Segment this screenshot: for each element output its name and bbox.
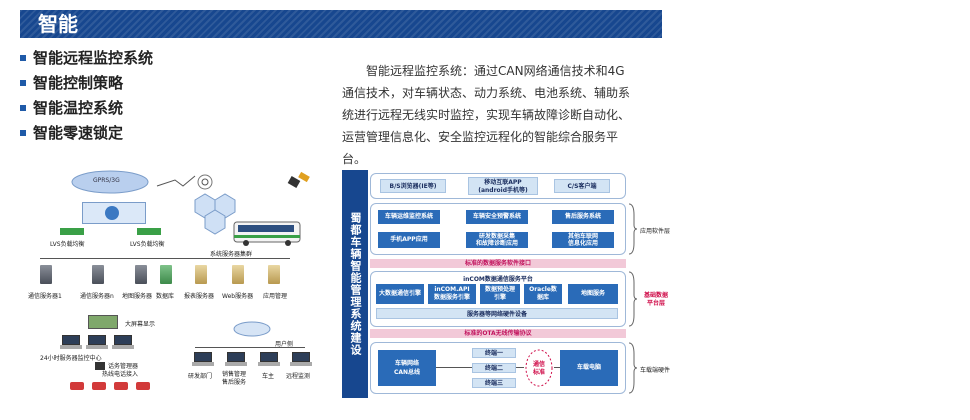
cluster-label: 系统服务器集群 xyxy=(210,251,253,258)
lvs-right-label: LVS负载均衡 xyxy=(130,241,165,248)
signal-icon xyxy=(156,174,213,190)
server-icon xyxy=(232,265,244,284)
user-side-label: 用户侧 xyxy=(275,341,294,348)
browser-box: B/S浏览器(IE等) xyxy=(380,179,446,193)
phone-icon xyxy=(114,382,128,390)
app-box: 其他车联网 信息化应用 xyxy=(552,232,614,248)
client-label: 远程监测 xyxy=(286,373,311,380)
connector-line xyxy=(516,367,524,368)
big-screen-icon xyxy=(88,315,118,329)
server-icon xyxy=(135,265,147,284)
server-icon xyxy=(40,265,52,284)
monitor-center-label: 24小时服务器监控中心 xyxy=(40,355,102,362)
mobile-app-box: 移动互联APP (android手机等) xyxy=(468,177,538,195)
network-diagram: GPRS/3G LVS负载均衡 LVS负载均衡 系统服务器集群 通信服务器 xyxy=(0,160,340,420)
server-icon xyxy=(195,265,207,284)
server-label: 应用管理 xyxy=(263,293,288,300)
user-line xyxy=(195,347,305,348)
bullet-square-icon xyxy=(20,105,26,111)
server-label: 数据库 xyxy=(156,293,175,300)
server-label: 地图服务器 xyxy=(122,293,153,300)
cs-client-box: C/S客户端 xyxy=(554,179,610,193)
terminal-box: 终端二 xyxy=(472,363,516,373)
server-label: 通信服务器1 xyxy=(28,293,62,300)
big-screen-label: 大屏幕显示 xyxy=(125,321,156,328)
cloud-icon xyxy=(71,170,149,194)
load-balancer-left xyxy=(60,228,84,235)
client-label: 研发部门 xyxy=(188,373,213,380)
architecture-title: 蜀都车辆智能管理系统建设 xyxy=(342,170,368,398)
server-label: 报表服务器 xyxy=(184,293,215,300)
brace-icon xyxy=(628,342,638,394)
monitor-icon xyxy=(112,335,134,349)
brace-icon xyxy=(628,203,638,255)
interface-bar: 标准的数据服务软件接口 xyxy=(370,259,626,268)
call-manager-label: 话务管理器 xyxy=(108,363,139,370)
hotline-label: 热线电话接入 xyxy=(102,371,139,378)
app-layer-label: 应用软件层 xyxy=(640,228,671,235)
monitor-icon xyxy=(86,335,108,349)
bullet-square-icon xyxy=(20,55,26,61)
load-balancer-right xyxy=(137,228,161,235)
phone-icon xyxy=(136,382,150,390)
laptop-icon xyxy=(225,352,247,366)
server-label: Web服务器 xyxy=(222,293,254,300)
bullet-item: 智能远程监控系统 xyxy=(20,47,320,69)
call-manager-icon xyxy=(95,362,105,370)
bus-icon xyxy=(233,221,301,246)
comm-standard-label: 通信 标准 xyxy=(532,361,545,376)
monitor-icon xyxy=(60,335,82,349)
internet-cloud-icon xyxy=(233,321,271,337)
connector-line xyxy=(436,367,472,368)
platform-box: 大数据通信引擎 xyxy=(376,284,424,304)
router-icon xyxy=(105,206,119,220)
ota-bar: 标准的OTA无线传输协议 xyxy=(370,329,626,338)
platform-box: inCOM.API 数据服务引擎 xyxy=(428,284,476,304)
phone-icon xyxy=(70,382,84,390)
laptop-icon xyxy=(258,352,280,366)
description-paragraph: 智能远程监控系统：通过CAN网络通信技术和4G通信技术，对车辆状态、动力系统、电… xyxy=(342,64,631,166)
hardware-bar: 服务器等网络硬件设备 xyxy=(376,308,618,319)
section-title: 智能 xyxy=(38,12,78,36)
connector-line xyxy=(554,367,560,368)
bullet-item: 智能温控系统 xyxy=(20,97,320,119)
bullet-item: 智能控制策略 xyxy=(20,72,320,94)
server-label: 通信服务器n xyxy=(80,293,114,300)
platform-title: inCOM数据通信服务平台 xyxy=(463,276,533,283)
server-icon xyxy=(268,265,280,284)
cluster-line xyxy=(40,258,290,259)
comm-standard-icon xyxy=(525,349,553,387)
platform-layer-label: 基础数据 平台层 xyxy=(644,292,669,307)
phone-icon xyxy=(92,382,106,390)
platform-box: Oracle数 据库 xyxy=(524,284,562,304)
laptop-icon xyxy=(290,352,312,366)
platform-box: 数据预处理 引擎 xyxy=(480,284,520,304)
bullet-item: 智能零速锁定 xyxy=(20,122,320,144)
client-label: 车主 xyxy=(262,373,275,380)
terminal-box: 终端三 xyxy=(472,378,516,388)
server-icon xyxy=(92,265,104,284)
vehicle-layer-label: 车载端硬件 xyxy=(640,367,671,374)
cloud-label: GPRS/3G xyxy=(93,177,120,184)
database-icon xyxy=(160,265,172,284)
app-box: 车辆运维监控系统 xyxy=(378,210,440,224)
laptop-icon xyxy=(192,352,214,366)
app-box: 手机APP应用 xyxy=(378,232,440,248)
app-box: 车辆安全预警系统 xyxy=(466,210,528,224)
brace-icon xyxy=(628,271,638,327)
app-box: 研发数据采集 和故障诊断应用 xyxy=(466,232,528,248)
can-bus-box: 车辆网络 CAN总线 xyxy=(378,350,436,386)
terminal-box: 终端一 xyxy=(472,348,516,358)
bullet-square-icon xyxy=(20,80,26,86)
lvs-left-label: LVS负载均衡 xyxy=(50,241,85,248)
cell-network-icon xyxy=(194,193,236,235)
app-box: 售后服务系统 xyxy=(552,210,614,224)
section-title-bar xyxy=(20,10,662,38)
vehicle-pc-box: 车载电脑 xyxy=(560,350,618,386)
client-label: 销售管理 售后服务 xyxy=(222,371,247,386)
platform-box: 地图服务 xyxy=(568,284,618,304)
architecture-diagram: 蜀都车辆智能管理系统建设 B/S浏览器(IE等) 移动互联APP (androi… xyxy=(342,170,702,400)
satellite-icon xyxy=(287,171,310,188)
bullet-square-icon xyxy=(20,130,26,136)
